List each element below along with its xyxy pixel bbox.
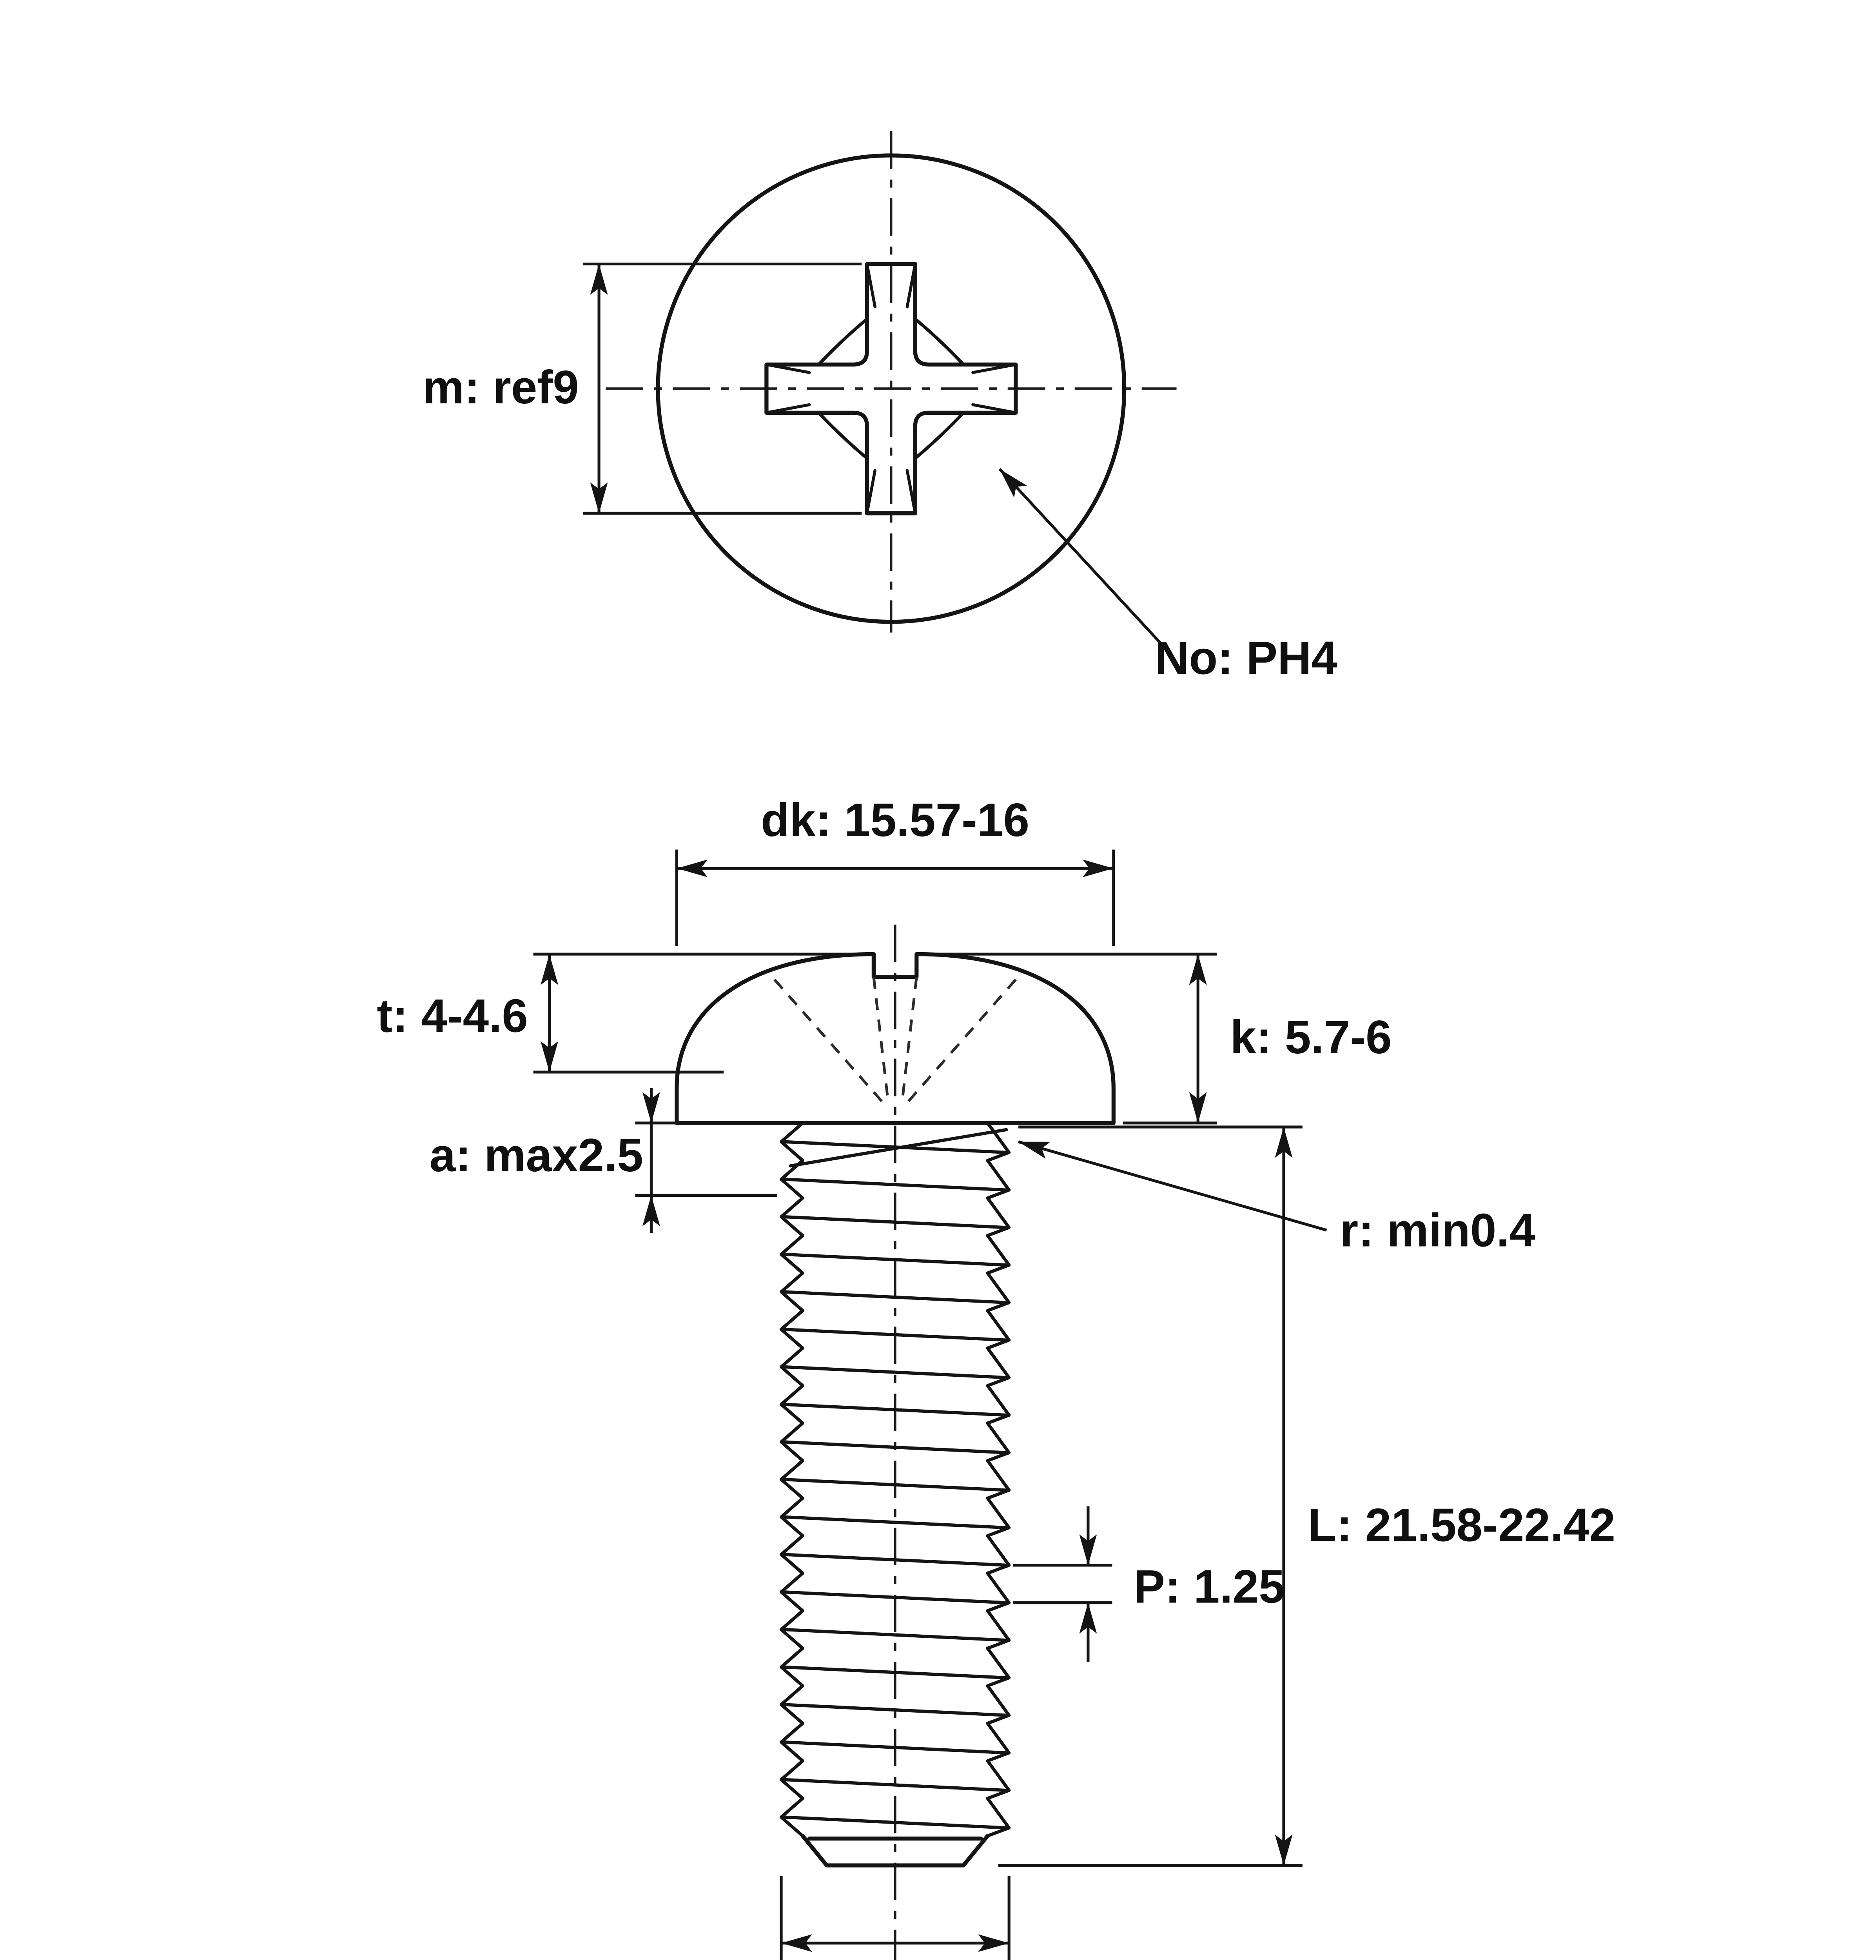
thread-runout-line [789, 1128, 1008, 1168]
dim-label-l: L: 21.58-22.42 [1308, 1499, 1616, 1551]
r-leader-line [1018, 1140, 1327, 1232]
dim-label-t: t: 4-4.6 [377, 990, 528, 1042]
recess-number-leader [998, 468, 1164, 647]
side-view: dk: 15.57-16 t: 4-4.6 k: 5.7-6 a: max2.5… [377, 794, 1615, 1960]
dim-label-recess-number: No: PH4 [1155, 632, 1337, 684]
dim-label-r: r: min0.4 [1340, 1204, 1536, 1256]
dim-label-a: a: max2.5 [430, 1129, 643, 1181]
head-circle [656, 153, 1127, 624]
dim-label-dk: dk: 15.57-16 [761, 794, 1029, 846]
thread-zigzag [779, 1121, 1011, 1838]
dim-label-p: P: 1.25 [1134, 1561, 1285, 1613]
dim-label-m: m: ref9 [423, 361, 579, 414]
phillips-recess-tapers [765, 262, 1018, 515]
dim-label-k: k: 5.7-6 [1230, 1011, 1392, 1063]
tip-chamfer [800, 1834, 990, 1867]
phillips-recess-wings [817, 317, 965, 460]
top-view: m: ref9 No: PH4 [423, 131, 1337, 684]
